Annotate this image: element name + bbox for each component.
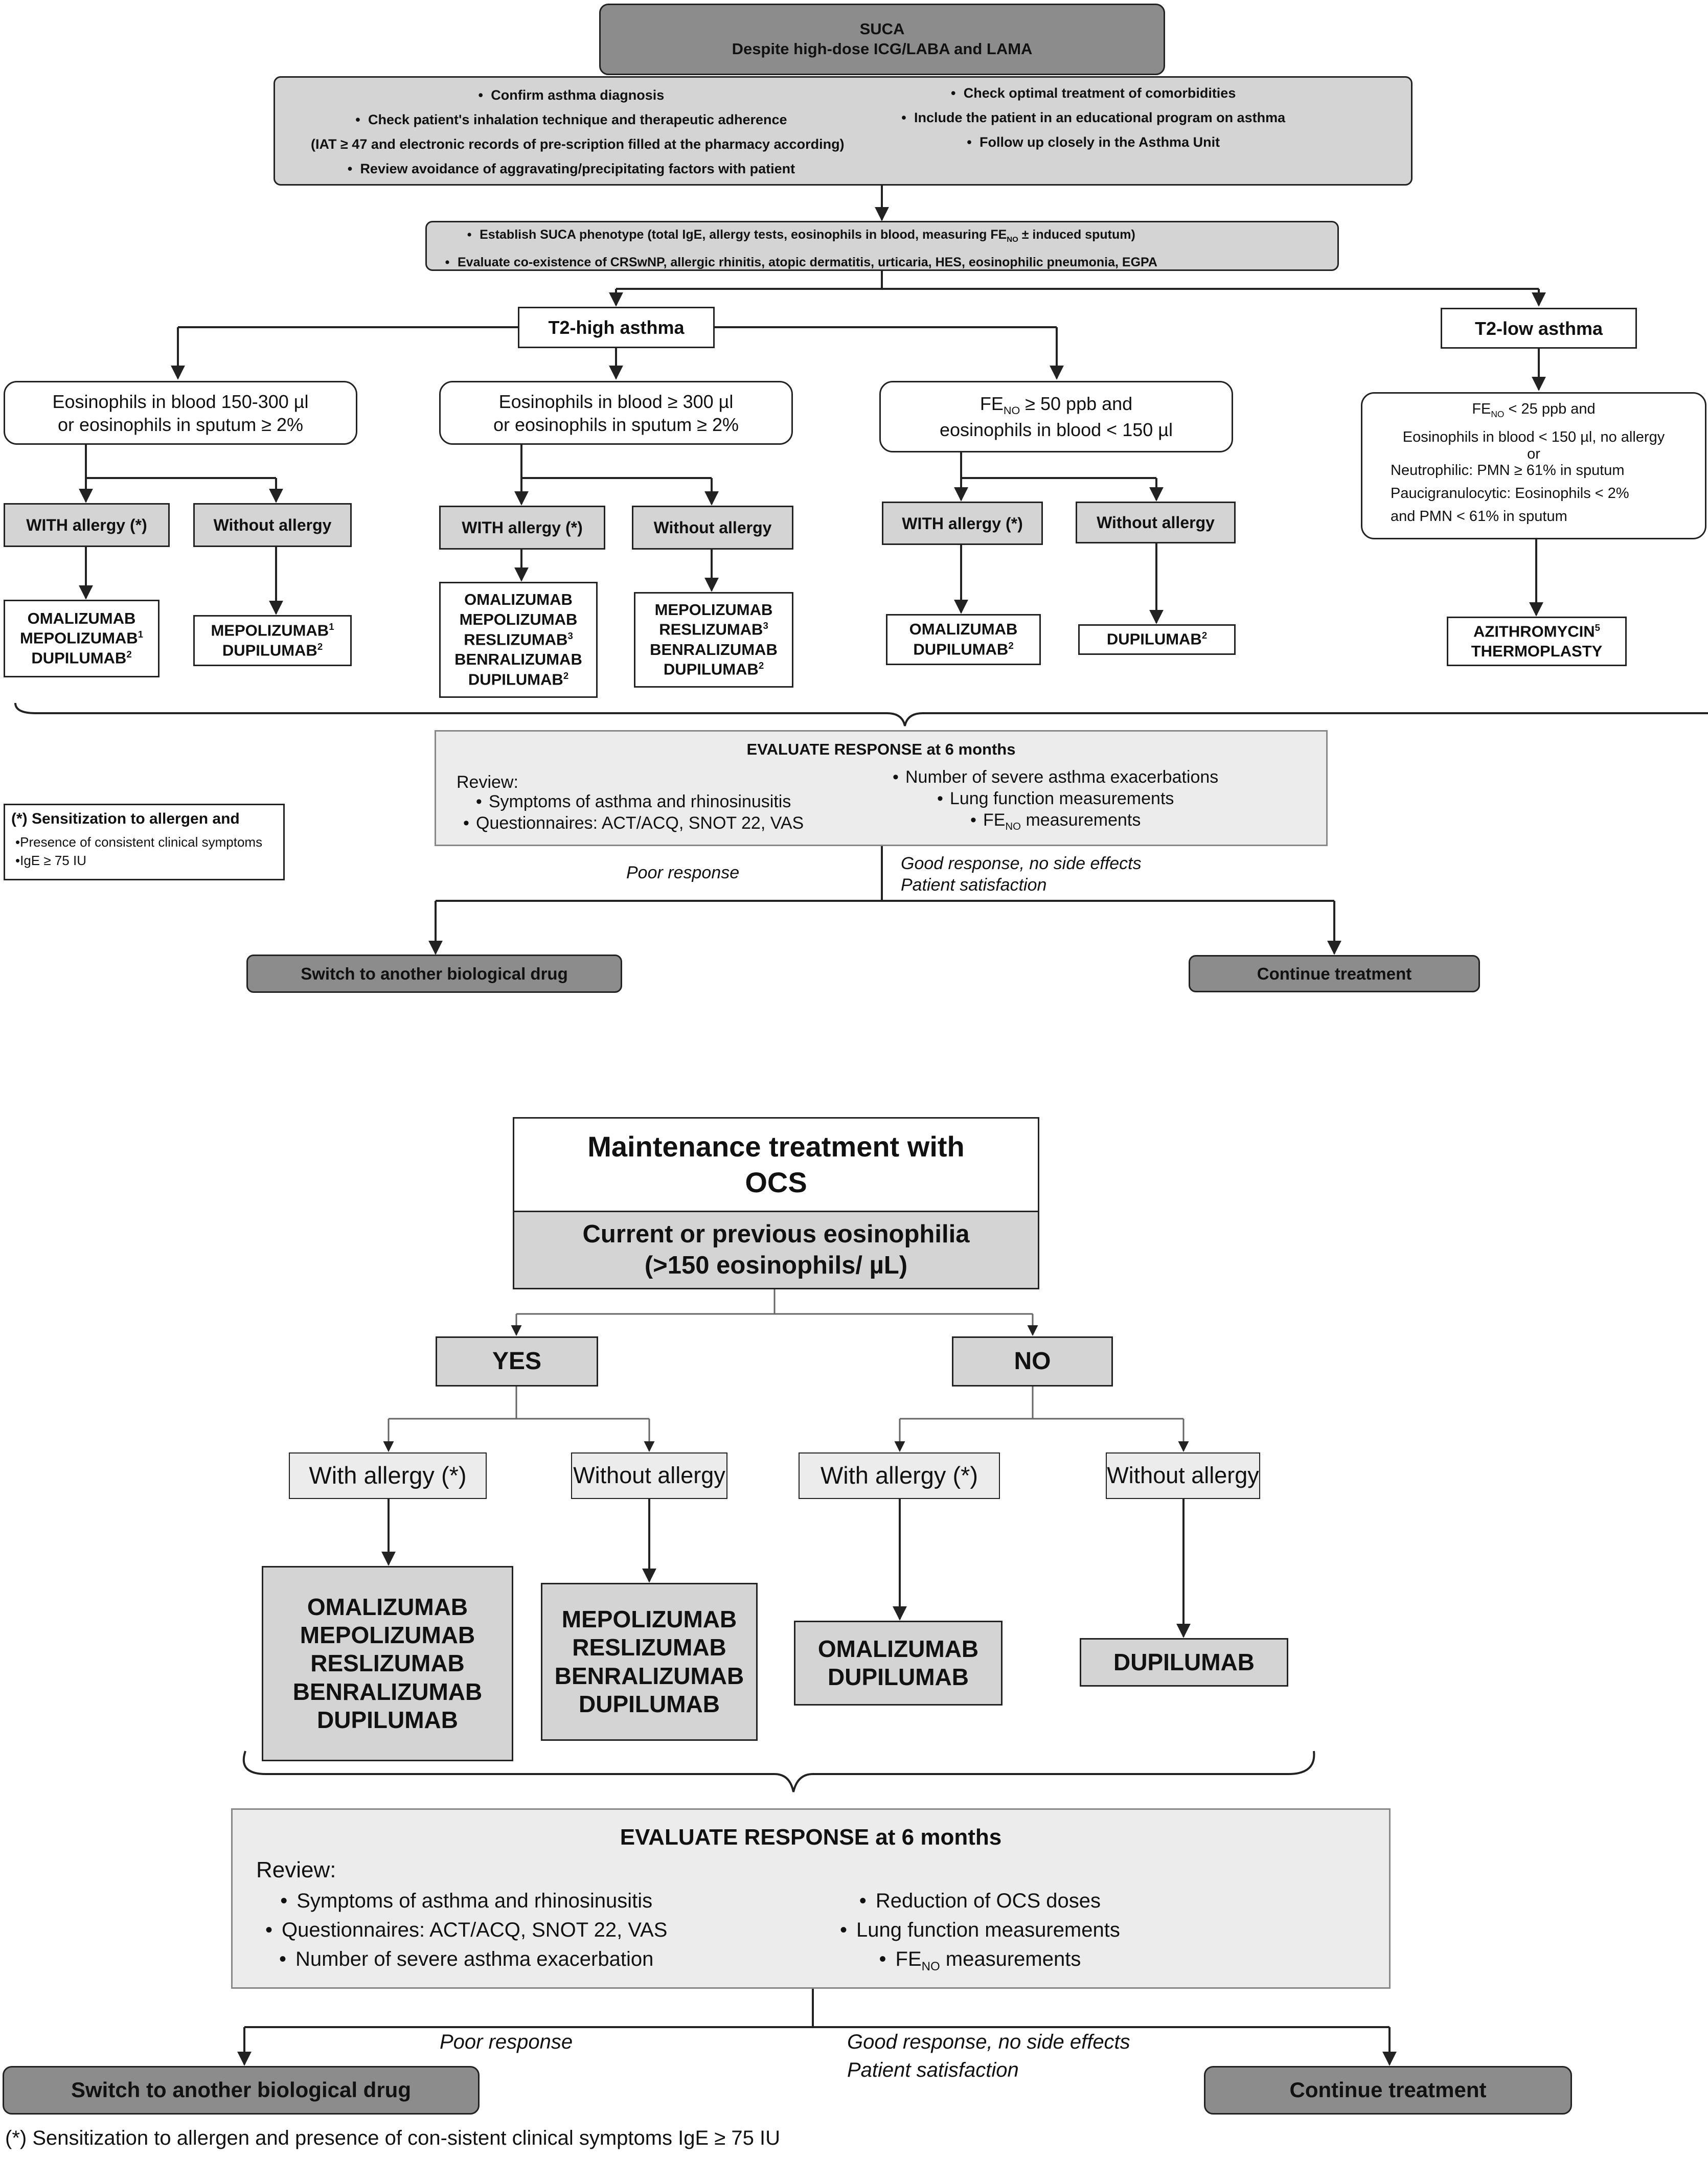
poor-response-bottom: Poor response: [440, 2031, 573, 2053]
check-item: Review avoidance of aggravating/precipit…: [290, 156, 845, 181]
t2-low-criteria-box: FENO < 25 ppb and Eosinophils in blood <…: [1361, 392, 1706, 539]
review-left-list: Symptoms of asthma and rhinosinusitis Qu…: [256, 1887, 667, 1974]
with-allergy-a: WITH allergy (*): [4, 503, 170, 547]
with-allergy-c: WITH allergy (*): [882, 502, 1043, 545]
phenotype-item: Establish SUCA phenotype (total IgE, all…: [437, 223, 1157, 251]
yes-box: YES: [436, 1336, 598, 1387]
without-allergy-no: Without allergy: [1106, 1452, 1260, 1499]
drugs-a-no-allergy: MEPOLIZUMAB1 DUPILUMAB2: [193, 615, 352, 666]
check-item: Include the patient in an educational pr…: [894, 105, 1285, 130]
eosinophilia-box: Current or previous eosinophilia (>150 e…: [513, 1211, 1039, 1289]
suca-subtitle: Despite high-dose ICG/LABA and LAMA: [732, 40, 1033, 58]
poor-response-top: Poor response: [626, 863, 740, 882]
drugs-no-no-allergy: DUPILUMAB: [1080, 1638, 1288, 1687]
t2-high-label: T2-high asthma: [548, 317, 685, 338]
criteria-b-box: Eosinophils in blood ≥ 300 µl or eosinop…: [439, 381, 793, 445]
switch-drug-bottom: Switch to another biological drug: [3, 2066, 480, 2115]
suca-title: SUCA: [859, 20, 905, 38]
satisfaction-top: Patient satisfaction: [901, 875, 1047, 895]
initial-checks-box: Confirm asthma diagnosis Check patient's…: [274, 76, 1413, 186]
evaluate-response-top: EVALUATE RESPONSE at 6 months Review: Sy…: [435, 730, 1328, 846]
continue-treatment-bottom: Continue treatment: [1204, 2066, 1572, 2115]
good-response-top: Good response, no side effects: [901, 854, 1142, 873]
drugs-yes-no-allergy: MEPOLIZUMAB RESLIZUMAB BENRALIZUMAB DUPI…: [541, 1583, 758, 1741]
t2-low-label: T2-low asthma: [1474, 317, 1603, 339]
without-allergy-c: Without allergy: [1076, 502, 1236, 543]
phenotype-box: Establish SUCA phenotype (total IgE, all…: [425, 221, 1339, 271]
phenotype-list: Establish SUCA phenotype (total IgE, all…: [437, 223, 1157, 274]
drugs-b-no-allergy: MEPOLIZUMAB RESLIZUMAB3 BENRALIZUMAB DUP…: [634, 592, 793, 688]
footnote-bottom: (*) Sensitization to allergen and presen…: [5, 2127, 780, 2149]
criteria-a-box: Eosinophils in blood 150-300 µl or eosin…: [4, 381, 357, 445]
evaluate-title: EVALUATE RESPONSE at 6 months: [746, 740, 1016, 758]
switch-drug-top: Switch to another biological drug: [246, 955, 622, 993]
without-allergy-a: Without allergy: [193, 503, 352, 547]
continue-treatment-top: Continue treatment: [1189, 955, 1480, 992]
without-allergy-yes: Without allergy: [571, 1452, 727, 1499]
review-right-list: Reduction of OCS doses Lung function mea…: [831, 1887, 1120, 1981]
drugs-yes-allergy: OMALIZUMAB MEPOLIZUMAB RESLIZUMAB BENRAL…: [262, 1566, 513, 1761]
check-item: Confirm asthma diagnosis: [290, 83, 845, 107]
drugs-b-allergy: OMALIZUMAB MEPOLIZUMAB RESLIZUMAB3 BENRA…: [439, 582, 598, 698]
evaluate-title: EVALUATE RESPONSE at 6 months: [620, 1825, 1002, 1850]
satisfaction-bottom: Patient satisfaction: [847, 2059, 1019, 2081]
check-item: Check optimal treatment of comorbidities: [894, 81, 1285, 105]
footnote-top: (*) Sensitization to allergen and •Prese…: [4, 804, 285, 880]
review-label: Review:: [457, 773, 518, 792]
drugs-no-allergy: OMALIZUMAB DUPILUMAB: [794, 1621, 1003, 1706]
t2-high-box: T2-high asthma: [518, 307, 715, 348]
review-right-list: Number of severe asthma exacerbations Lu…: [886, 766, 1218, 837]
without-allergy-b: Without allergy: [632, 506, 793, 550]
criteria-c-box: FENO ≥ 50 ppb and eosinophils in blood <…: [879, 381, 1233, 452]
drugs-c-allergy: OMALIZUMAB DUPILUMAB2: [886, 614, 1041, 665]
drugs-t2-low: AZITHROMYCIN5 THERMOPLASTY: [1447, 617, 1627, 666]
check-item: Follow up closely in the Asthma Unit: [894, 130, 1285, 154]
good-response-bottom: Good response, no side effects: [847, 2031, 1130, 2053]
t2-low-box: T2-low asthma: [1441, 308, 1637, 349]
ocs-title-box: Maintenance treatment with OCS: [513, 1117, 1039, 1211]
suca-box: SUCA Despite high-dose ICG/LABA and LAMA: [599, 4, 1165, 75]
drugs-c-no-allergy: DUPILUMAB2: [1078, 624, 1236, 655]
with-allergy-yes: With allergy (*): [289, 1452, 487, 1499]
with-allergy-no: With allergy (*): [799, 1452, 1000, 1499]
phenotype-item: Evaluate co-existence of CRSwNP, allergi…: [437, 251, 1157, 274]
evaluate-response-bottom: EVALUATE RESPONSE at 6 months Review: Sy…: [231, 1808, 1391, 1989]
no-box: NO: [952, 1336, 1113, 1387]
review-left-list: Symptoms of asthma and rhinosinusitis Qu…: [457, 791, 804, 834]
checks-right-list: Check optimal treatment of comorbidities…: [894, 81, 1285, 154]
drugs-a-allergy: OMALIZUMAB MEPOLIZUMAB1 DUPILUMAB2: [4, 600, 160, 677]
checks-left-list: Confirm asthma diagnosis Check patient's…: [290, 83, 845, 181]
review-label: Review:: [256, 1857, 336, 1882]
check-note: (IAT ≥ 47 and electronic records of pre-…: [311, 137, 845, 152]
with-allergy-b: WITH allergy (*): [439, 506, 605, 550]
check-item: Check patient's inhalation technique and…: [290, 107, 845, 132]
